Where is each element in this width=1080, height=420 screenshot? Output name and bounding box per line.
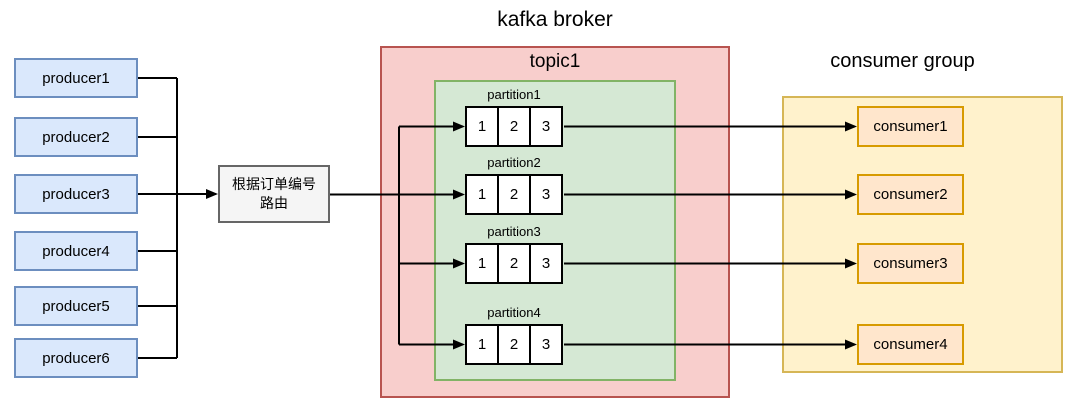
partition-cells: 1 2 3	[465, 106, 563, 147]
producer-label: producer2	[42, 128, 110, 146]
producer-node-6: producer6	[14, 338, 138, 378]
message-cell: 1	[465, 243, 499, 284]
router-node: 根据订单编号 路由	[218, 165, 330, 223]
router-label-line2: 路由	[260, 195, 288, 211]
partition-cells: 1 2 3	[465, 324, 563, 365]
producer-label: producer1	[42, 69, 110, 87]
producer-label: producer4	[42, 242, 110, 260]
router-label-line1: 根据订单编号	[232, 176, 316, 193]
message-cell: 3	[529, 243, 563, 284]
partition-label: partition4	[487, 305, 541, 320]
partition-node-2: partition2 1 2 3	[465, 155, 563, 215]
consumer-label: consumer4	[873, 336, 948, 353]
consumer-group-title: consumer group	[830, 50, 975, 72]
partition-node-3: partition3 1 2 3	[465, 224, 563, 284]
partition-node-1: partition1 1 2 3	[465, 87, 563, 147]
message-cell: 1	[465, 324, 499, 365]
message-cell: 3	[529, 174, 563, 215]
producer-node-2: producer2	[14, 117, 138, 157]
partition-node-4: partition4 1 2 3	[465, 305, 563, 365]
partition-cells: 1 2 3	[465, 174, 563, 215]
partition-label: partition3	[487, 224, 541, 239]
consumer-node-1: consumer1	[857, 106, 964, 147]
producer-node-1: producer1	[14, 58, 138, 98]
message-cell: 2	[497, 106, 531, 147]
producer-label: producer5	[42, 297, 110, 315]
message-cell: 1	[465, 174, 499, 215]
consumer-label: consumer1	[873, 118, 948, 135]
partition-label: partition2	[487, 155, 541, 170]
topic-title: topic1	[529, 51, 581, 72]
producer-node-3: producer3	[14, 174, 138, 214]
message-cell: 2	[497, 324, 531, 365]
consumer-node-3: consumer3	[857, 243, 964, 284]
consumer-node-4: consumer4	[857, 324, 964, 365]
kafka-broker-title: kafka broker	[497, 8, 613, 31]
producer-connectors	[138, 77, 218, 359]
consumer-node-2: consumer2	[857, 174, 964, 215]
message-cell: 3	[529, 106, 563, 147]
consumer-label: consumer3	[873, 255, 948, 272]
message-cell: 1	[465, 106, 499, 147]
message-cell: 3	[529, 324, 563, 365]
consumer-label: consumer2	[873, 186, 948, 203]
message-cell: 2	[497, 174, 531, 215]
producer-node-5: producer5	[14, 286, 138, 326]
message-cell: 2	[497, 243, 531, 284]
partition-label: partition1	[487, 87, 541, 102]
partition-cells: 1 2 3	[465, 243, 563, 284]
producer-node-4: producer4	[14, 231, 138, 271]
producer-label: producer3	[42, 185, 110, 203]
producer-label: producer6	[42, 349, 110, 367]
